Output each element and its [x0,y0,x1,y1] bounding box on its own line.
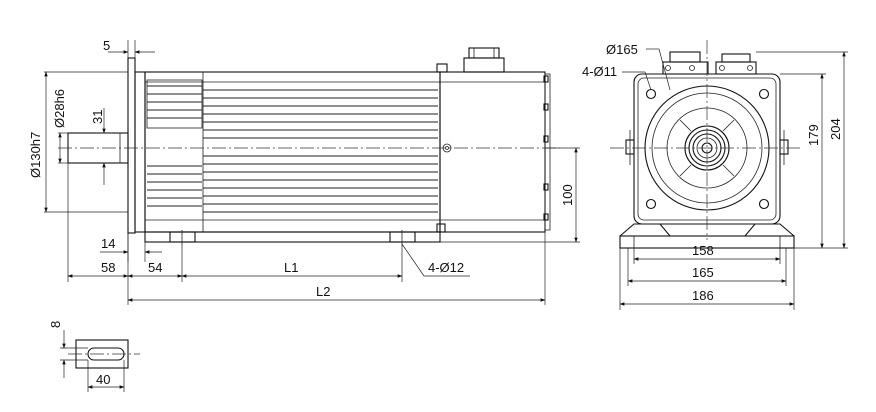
dim-frame-width: 165 [692,265,714,280]
dim-shaft-length: 58 [101,260,115,275]
dim-key-length: 40 [96,372,110,387]
cooling-fins [146,79,438,213]
side-view [58,47,560,246]
dim-center-height: 100 [560,184,575,206]
front-connector-left [662,61,709,75]
rear-end-cap [439,71,546,233]
dim-shaft-diameter: Ø28h6 [52,89,67,128]
dim-flange-diameter: Ø130h7 [28,132,43,178]
dim-overall-height: 204 [828,118,843,140]
side-view-dimensions: 5 Ø130h7 Ø28h6 31 14 58 54 L1 [28,38,580,305]
dim-key-height: 31 [90,110,105,124]
flange-plate [127,57,136,234]
connector-housing [463,57,505,73]
front-view [610,40,800,249]
flange-collar [134,71,146,233]
front-connector-right [715,61,757,75]
dim-frame-height: 179 [806,124,821,146]
dim-pcd: Ø165 [606,42,638,57]
dim-pilot: 14 [101,236,115,251]
mount-base [144,231,441,243]
dim-foot-spacing: 158 [692,243,714,258]
dim-mount-holes: 4-Ø12 [428,260,464,275]
dim-flange-to-mount: 54 [148,260,162,275]
dim-base-width: 186 [692,288,714,303]
dim-flange-thickness: 5 [103,38,110,53]
key-detail: 8 40 [48,321,140,392]
dim-flange-holes: 4-Ø11 [582,64,617,79]
dim-l2: L2 [316,284,330,299]
front-view-dimensions: Ø165 4-Ø11 204 179 158 165 186 [582,42,848,310]
flange-hole-icon [645,88,657,100]
motor-body [144,71,441,233]
dim-key-width: 8 [48,321,63,328]
dim-l1: L1 [284,260,298,275]
